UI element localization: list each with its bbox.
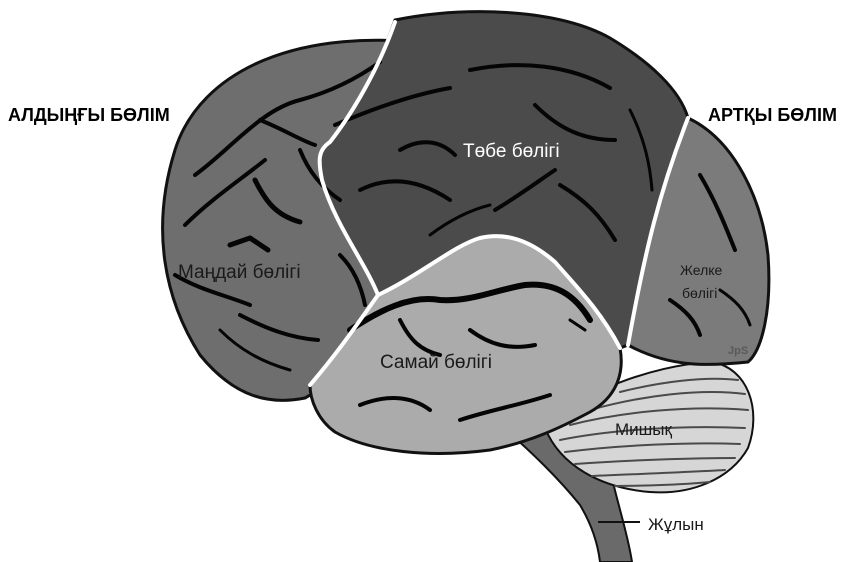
- spinal-cord-label: Жұлын: [648, 515, 704, 534]
- parietal-lobe-label: Төбе бөлігі: [463, 141, 560, 162]
- artist-signature: JpS: [728, 345, 748, 357]
- occipital-lobe-label-line1: Желке: [680, 262, 723, 278]
- temporal-lobe-label: Самай бөлігі: [380, 352, 492, 373]
- front-heading: АЛДЫҢҒЫ БӨЛІМ: [8, 105, 170, 125]
- frontal-lobe-label: Маңдай бөлігі: [178, 262, 301, 283]
- back-heading: АРТҚЫ БӨЛІМ: [708, 105, 837, 125]
- cerebellum-label: Мишық: [615, 420, 673, 439]
- occipital-lobe-label-line2: бөлігі: [682, 285, 717, 301]
